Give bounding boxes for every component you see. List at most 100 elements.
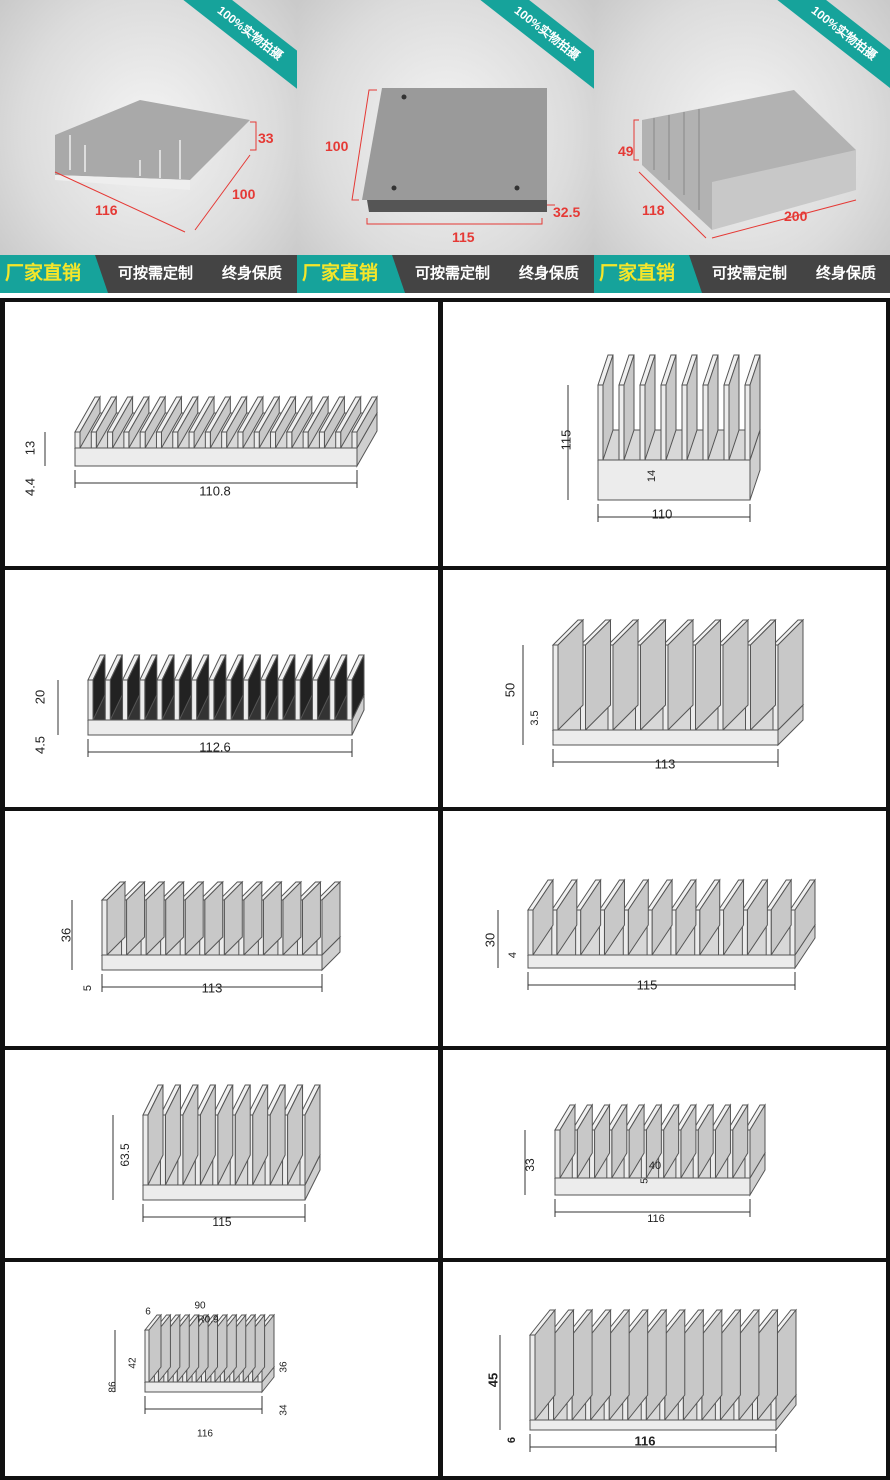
- fin-front: [277, 679, 284, 721]
- banner-slogan: 终身保质: [222, 265, 283, 282]
- dimension-label: 34: [278, 1404, 290, 1416]
- heatsink-photo: [351, 88, 555, 225]
- fin-front: [204, 431, 211, 449]
- fin-front: [681, 384, 688, 461]
- banner-highlight: 厂家直销: [594, 255, 702, 293]
- dimension-label: R0.9: [197, 1314, 219, 1326]
- dimension-label: 118: [642, 202, 665, 218]
- fin-front: [329, 679, 336, 721]
- dimension-label: 33: [258, 130, 274, 146]
- fin-front: [260, 679, 267, 721]
- base-plate: [101, 954, 323, 971]
- fin-front: [173, 679, 180, 721]
- dimension-label: 5: [82, 984, 94, 992]
- photo-panel-1: 33 116 100 100%实物拍摄 厂家直销可按需定制终身保质: [0, 0, 297, 293]
- banner-slogan: 可按需定制: [118, 265, 194, 282]
- fin-front: [74, 431, 81, 449]
- fin-front: [253, 431, 260, 449]
- dimension-label: 50: [502, 682, 518, 698]
- fin-front: [123, 431, 130, 449]
- dimension-label: 113: [654, 756, 676, 772]
- base-plate: [527, 954, 796, 969]
- fin-front: [208, 679, 215, 721]
- dimension-label: 3.5: [529, 710, 541, 726]
- dimension-label: 116: [197, 1428, 213, 1440]
- fin-front: [527, 909, 534, 956]
- dimension-label: 36: [58, 927, 74, 943]
- dimension-label: 33: [523, 1158, 537, 1172]
- dimension-label: 49: [618, 143, 634, 159]
- banner-slogan: 终身保质: [519, 265, 580, 282]
- dimension-label: 45: [485, 1372, 501, 1388]
- dimension-label: 6: [506, 1436, 518, 1444]
- dimension-label: 110.8: [199, 483, 231, 499]
- fin-front: [597, 384, 604, 461]
- dimension-label: 116: [634, 1433, 656, 1449]
- fin-front: [346, 679, 353, 721]
- dimension-label: 4: [507, 951, 519, 959]
- fin-front: [221, 431, 228, 449]
- fin-front: [225, 679, 232, 721]
- fin-front: [660, 384, 667, 461]
- dimension-label: 6: [145, 1306, 151, 1318]
- fin-front: [270, 431, 277, 449]
- dimension-label: 36: [278, 1361, 290, 1373]
- dimension-label: 115: [558, 429, 574, 451]
- dimension-label: 100: [325, 138, 349, 154]
- dimension-label: 116: [647, 1213, 665, 1225]
- fin-front: [302, 431, 309, 449]
- banner-slogan: 终身保质: [816, 265, 877, 282]
- fin-front: [90, 431, 97, 449]
- base-plate: [74, 447, 358, 467]
- promo-banner: 厂家直销可按需定制 终身保质: [0, 255, 297, 293]
- fin-front: [101, 899, 108, 956]
- fin-front: [107, 431, 114, 449]
- photo-panel-3: 49 118 200 100%实物拍摄 厂家直销可按需定制终身保质: [594, 0, 890, 293]
- dimension-label: 200: [784, 208, 808, 224]
- dimension-label: 86: [107, 1381, 119, 1393]
- dimension-label: 115: [452, 229, 475, 245]
- fin-front: [318, 431, 325, 449]
- fin-front: [294, 679, 301, 721]
- fin-front: [87, 679, 94, 721]
- fin-front: [191, 679, 198, 721]
- base-plate: [144, 1381, 263, 1393]
- dimension-label: 20: [32, 689, 48, 705]
- dimension-label: 4.4: [22, 477, 38, 497]
- fin-front: [618, 384, 625, 461]
- fin-front: [139, 431, 146, 449]
- dimension-label: 4.5: [32, 735, 48, 755]
- dimension-label: 110: [651, 506, 673, 522]
- fin-front: [723, 384, 730, 461]
- base-plate: [529, 1419, 777, 1431]
- dimension-label: 14: [646, 469, 658, 483]
- base-plate: [554, 1177, 751, 1196]
- banner-highlight: 厂家直销: [0, 255, 108, 293]
- banner-highlight: 厂家直销: [297, 255, 405, 293]
- heatsink-photo: [633, 90, 857, 239]
- dimension-label: 30: [482, 932, 498, 948]
- fin-front: [529, 1334, 536, 1421]
- base-plate: [552, 729, 779, 746]
- fin-front: [122, 679, 129, 721]
- dimension-label: 5: [639, 1178, 651, 1184]
- fin-front: [172, 431, 179, 449]
- dimension-label: 40: [648, 1160, 662, 1172]
- dimension-label: 100: [232, 186, 256, 202]
- fin-front: [311, 679, 318, 721]
- fin-front: [144, 1329, 150, 1383]
- dimension-label: 42: [127, 1357, 139, 1369]
- dimension-label: 115: [212, 1215, 232, 1229]
- dimension-label: 32.5: [553, 204, 581, 220]
- banner-slogan: 可按需定制: [712, 265, 788, 282]
- fin-front: [104, 679, 111, 721]
- promo-banner: 厂家直销可按需定制终身保质: [297, 255, 594, 293]
- photo-panel-2: 100 115 32.5 100%实物拍摄 厂家直销可按需定制终身保质: [297, 0, 594, 293]
- fin-front: [286, 431, 293, 449]
- dimension-label: 115: [636, 977, 658, 993]
- fin-front: [237, 431, 244, 449]
- base-plate: [597, 459, 751, 501]
- fin-front: [702, 384, 709, 461]
- fin-front: [156, 679, 163, 721]
